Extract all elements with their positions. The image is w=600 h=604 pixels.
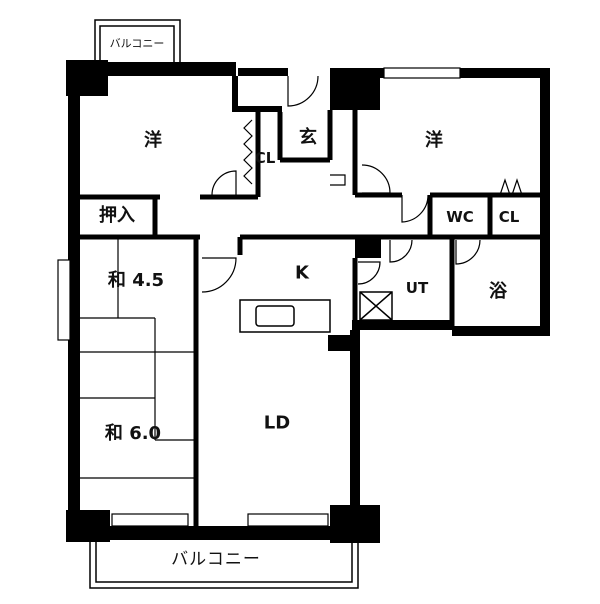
room-western-left-label: 洋 <box>144 130 162 151</box>
utility-label: UT <box>405 279 429 297</box>
bath-label: 浴 <box>489 281 507 302</box>
kitchen-label: K <box>295 262 309 284</box>
interior-walls <box>80 110 540 526</box>
kitchen-counter <box>239 299 331 333</box>
japanese-room-small-label: 和 4.5 <box>107 270 165 291</box>
closet-bifold-left <box>243 119 253 185</box>
entrance-label: 玄 <box>299 127 317 148</box>
balcony-top-outline <box>94 19 181 70</box>
tatami-lines <box>80 237 196 479</box>
closet-right-label: CL <box>498 208 520 226</box>
washing-machine <box>359 291 393 321</box>
balcony-top-label: バルコニー <box>109 37 165 50</box>
wc-label: WC <box>446 208 474 226</box>
balcony-bottom-outline <box>89 540 359 589</box>
door-swings <box>201 75 481 293</box>
room-western-right-label: 洋 <box>425 130 443 151</box>
oshiire-label: 押入 <box>99 205 135 226</box>
japanese-room-large-label: 和 6.0 <box>104 423 162 444</box>
closet-bifold-right <box>499 178 523 196</box>
living-dining-label: LD <box>263 412 291 434</box>
windows <box>57 67 461 527</box>
closet-left-label: CL <box>254 149 276 167</box>
columns <box>66 60 381 543</box>
balcony-bottom-label: バルコニー <box>171 549 261 570</box>
